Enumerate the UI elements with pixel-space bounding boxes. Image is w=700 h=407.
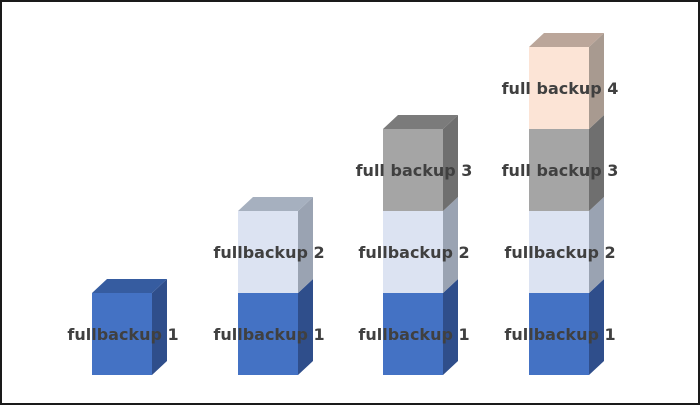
block-label: fullbackup 2	[358, 243, 469, 262]
block-front-face	[383, 293, 443, 375]
block-front-face	[383, 211, 443, 293]
stack-3: fullbackup 1 fullbackup 2 full backup 3	[356, 115, 473, 375]
block-label: fullbackup 1	[67, 325, 178, 344]
block-front-face	[238, 293, 298, 375]
block-top-face	[383, 115, 458, 129]
block-backup1: fullbackup 1	[67, 279, 179, 375]
block-side-face	[589, 197, 604, 293]
block-label: fullbackup 2	[504, 243, 615, 262]
block-label: fullbackup 1	[358, 325, 469, 344]
block-front-face	[529, 293, 589, 375]
stack-1: fullbackup 1	[67, 279, 179, 375]
block-side-face	[443, 197, 458, 293]
block-label: fullbackup 2	[213, 243, 324, 262]
block-label: full backup 3	[502, 161, 619, 180]
block-front-face	[529, 47, 589, 129]
block-side-face	[298, 279, 313, 375]
block-front-face	[92, 293, 152, 375]
stack-4: fullbackup 1 fullbackup 2 full backup 3 ful…	[502, 33, 619, 375]
block-label: fullbackup 1	[504, 325, 615, 344]
block-side-face	[589, 115, 604, 211]
block-front-face	[529, 211, 589, 293]
block-top-face	[92, 279, 167, 293]
block-front-face	[383, 129, 443, 211]
block-backup2: fullbackup 2	[358, 197, 470, 293]
block-top-face	[529, 33, 604, 47]
block-label: full backup 4	[502, 79, 619, 98]
block-side-face	[589, 33, 604, 129]
block-backup1: fullbackup 1	[504, 279, 616, 375]
block-side-face	[443, 279, 458, 375]
block-label: full backup 3	[356, 161, 473, 180]
block-backup3: full backup 3	[502, 115, 619, 211]
block-side-face	[152, 279, 167, 375]
stack-2: fullbackup 1 fullbackup 2	[213, 197, 325, 375]
block-side-face	[589, 279, 604, 375]
block-backup1: fullbackup 1	[358, 279, 470, 375]
block-front-face	[529, 129, 589, 211]
block-front-face	[238, 211, 298, 293]
block-side-face	[298, 197, 313, 293]
block-top-face	[238, 197, 313, 211]
block-label: fullbackup 1	[213, 325, 324, 344]
block-backup2: fullbackup 2	[504, 197, 616, 293]
block-backup4: full backup 4	[502, 33, 619, 129]
block-backup1: fullbackup 1	[213, 279, 325, 375]
block-backup3: full backup 3	[356, 115, 473, 211]
block-backup2: fullbackup 2	[213, 197, 325, 293]
block-side-face	[443, 115, 458, 211]
